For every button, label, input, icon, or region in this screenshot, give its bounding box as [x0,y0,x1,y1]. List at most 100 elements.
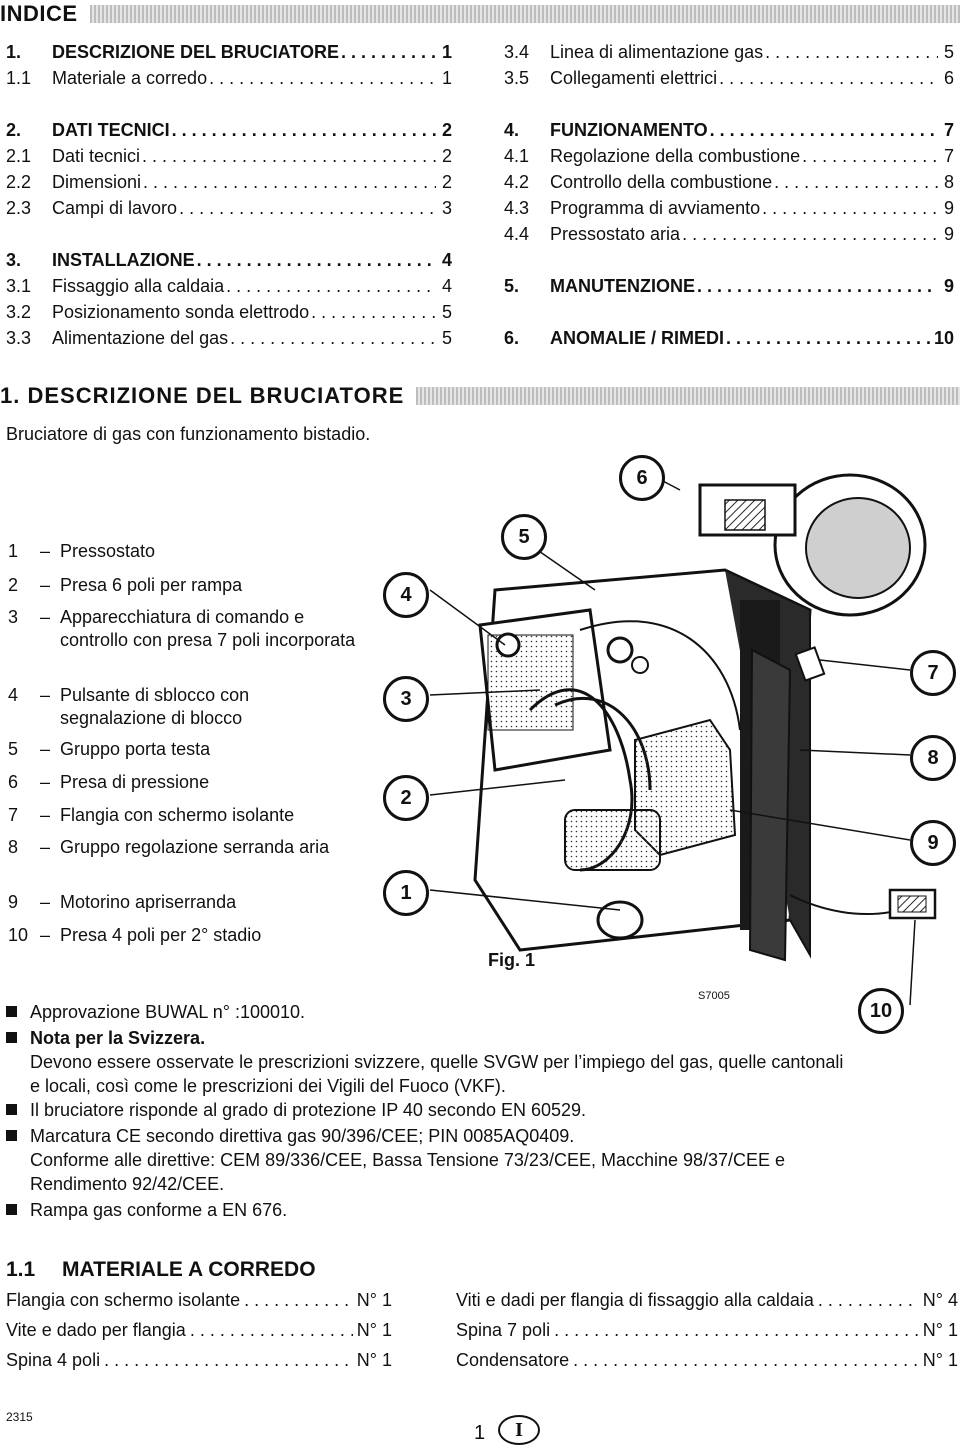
header-rule [89,5,960,23]
toc-entry-number: 3.1 [6,276,32,296]
toc-entry-number: 2.2 [6,172,32,192]
callout-8: 8 [910,735,956,781]
note-line: Rendimento 92/42/CEE. [30,1174,225,1194]
toc-entry-page: 8 [943,172,954,192]
callout-2: 2 [383,775,429,821]
note-item: Nota per la Svizzera.Devono essere osser… [6,1026,936,1098]
materiale-number: 1.1 [6,1258,36,1281]
legend-text: Gruppo porta testa [60,739,211,759]
legend-dash: – [39,685,50,705]
legend-text: Pressostato [60,541,156,561]
materiale-item-qty: N° 1 [922,1320,958,1340]
toc-entry-label: Programma di avviamento [550,198,761,218]
legend-item: 5–Gruppo porta testa [8,738,360,761]
toc-entry: 3.4 Linea di alimentazione gas 5 [504,42,954,68]
note-line: Rampa gas conforme a EN 676. [30,1200,288,1220]
toc-entry-label: DATI TECNICI [52,120,170,140]
toc-entry-number: 3.4 [504,42,530,62]
toc-entry-page: 1 [441,42,452,62]
materiale-item: Flangia con schermo isolanteN° 1 [6,1290,392,1316]
materiale-item-label: Condensatore [456,1350,570,1370]
toc-entry-label: FUNZIONAMENTO [550,120,708,140]
materiale-item-label: Vite e dado per flangia [6,1320,186,1340]
toc-entry-page: 2 [441,120,452,140]
materiale-item: Spina 7 poliN° 1 [456,1320,958,1346]
toc-entry-label: Pressostato aria [550,224,681,244]
toc-entry-number: 3. [6,250,22,270]
legend-item: 8–Gruppo regolazione serranda aria [8,836,360,859]
legend-text: Pulsante di sblocco con segnalazione di … [60,685,250,728]
toc-entry-page: 5 [441,302,452,322]
note-line: Il bruciatore risponde al grado di prote… [30,1100,587,1120]
section-1-subtitle: Bruciatore di gas con funzionamento bist… [6,424,371,444]
bullet-square-icon [6,1032,17,1043]
toc-entry: 3.INSTALLAZIONE4 [6,250,452,276]
toc-entry-label: MANUTENZIONE [550,276,695,296]
note-line: Conforme alle direttive: CEM 89/336/CEE,… [30,1150,786,1170]
materiale-leader-dots [104,1350,353,1371]
toc-entry: 6.ANOMALIE / RIMEDI10 [504,328,954,354]
indice-title: INDICE [0,1,90,27]
materiale-header: 1.1 MATERIALE A CORREDO [6,1258,316,1282]
toc-entry: 5.MANUTENZIONE9 [504,276,954,302]
note-line: Nota per la Svizzera. [30,1028,206,1048]
bullet-square-icon [6,1006,17,1017]
legend-dash: – [39,837,50,857]
legend-number: 10 [8,925,29,945]
toc-entry: 4.3 Programma di avviamento 9 [504,198,954,224]
toc-entry-number: 2.1 [6,146,32,166]
toc-entry-number: 4. [504,120,520,140]
note-item: Il bruciatore risponde al grado di prote… [6,1098,936,1122]
toc-leader-dots [209,68,436,89]
toc-entry-number: 4.2 [504,172,530,192]
legend-number: 3 [8,607,19,627]
bullet-square-icon [6,1130,17,1141]
materiale-leader-dots [818,1290,919,1311]
legend-item: 1–Pressostato [8,540,360,563]
legend-number: 7 [8,805,19,825]
legend-number: 4 [8,685,19,705]
toc-entry-page: 4 [441,250,452,270]
legend-item: 2–Presa 6 poli per rampa [8,574,360,597]
toc-entry: 1.DESCRIZIONE DEL BRUCIATORE1 [6,42,452,68]
legend-number: 6 [8,772,19,792]
section-1-title: 1. DESCRIZIONE DEL BRUCIATORE [0,383,417,409]
materiale-item: CondensatoreN° 1 [456,1350,958,1376]
toc-entry-number: 4.1 [504,146,530,166]
toc-entry-label: Linea di alimentazione gas [550,42,764,62]
toc-entry-number: 4.3 [504,198,530,218]
legend-number: 2 [8,575,19,595]
bullet-square-icon [6,1204,17,1215]
toc-entry-label: Alimentazione del gas [52,328,229,348]
materiale-title: MATERIALE A CORREDO [62,1258,316,1281]
figure-caption: Fig. 1 [488,950,536,970]
header-rule [416,387,960,405]
toc-entry-page: 9 [943,276,954,296]
materiale-item-label: Spina 4 poli [6,1350,101,1370]
note-item: Marcatura CE secondo direttiva gas 90/39… [6,1124,936,1196]
legend-item: 6–Presa di pressione [8,771,360,794]
toc-entry-number: 6. [504,328,520,348]
legend-text: Flangia con schermo isolante [60,805,295,825]
legend-dash: – [39,805,50,825]
materiale-item-qty: N° 1 [356,1320,392,1340]
legend-number: 1 [8,541,19,561]
toc-entry-page: 9 [943,198,954,218]
toc-leader-dots [719,68,938,89]
materiale-item-qty: N° 1 [356,1290,392,1310]
toc-entry-label: Collegamenti elettrici [550,68,718,88]
toc-entry-page: 5 [943,42,954,62]
legend-dash: – [39,892,50,912]
materiale-item-label: Viti e dadi per flangia di fissaggio all… [456,1290,814,1310]
materiale-item: Viti e dadi per flangia di fissaggio all… [456,1290,958,1316]
legend-dash: – [39,575,50,595]
callout-10: 10 [858,988,904,1034]
burner-drawing [429,469,937,1006]
legend-item: 7–Flangia con schermo isolante [8,804,360,827]
toc-entry: 2.DATI TECNICI2 [6,120,452,146]
legend-dash: – [39,772,50,792]
